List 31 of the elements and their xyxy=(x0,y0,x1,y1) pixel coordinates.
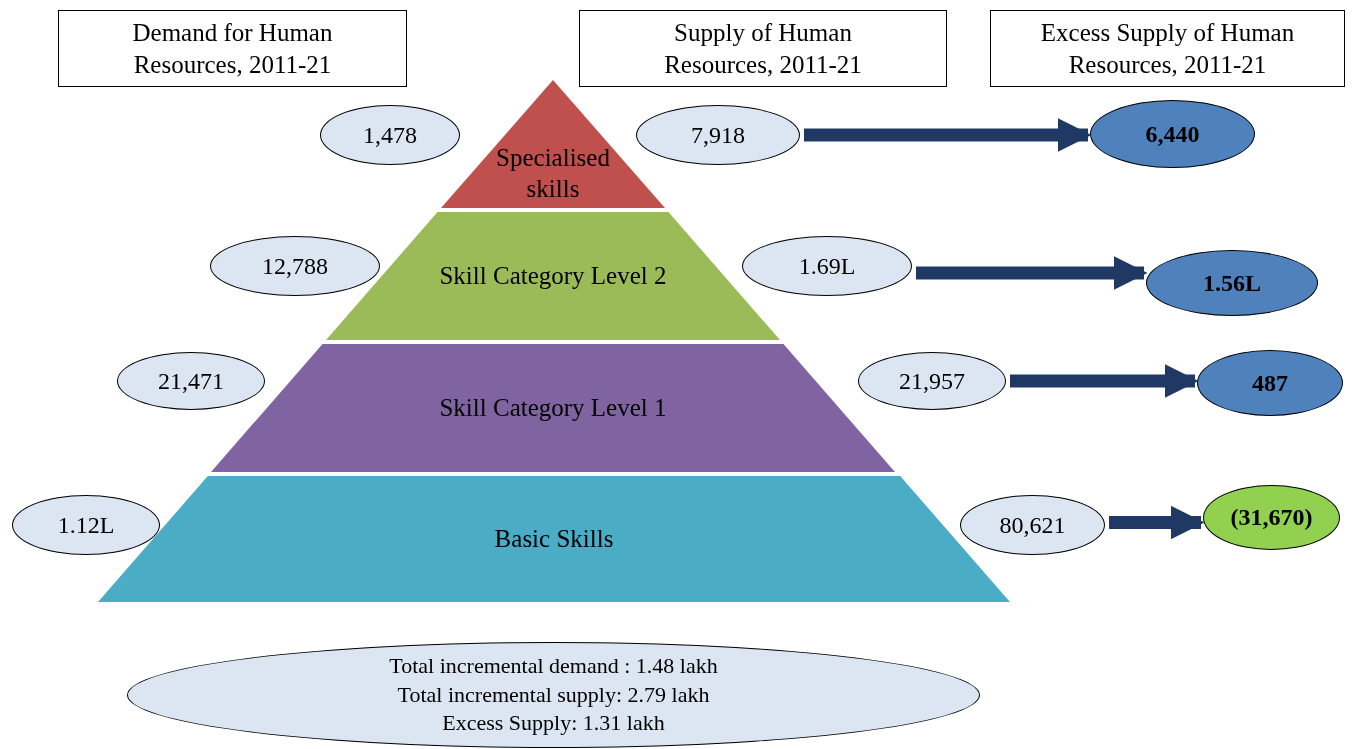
value-text: 7,918 xyxy=(691,121,745,150)
summary-line: Total incremental demand : 1.48 lakh xyxy=(389,652,718,681)
tier-label: Specialised skills xyxy=(495,142,611,204)
value-text: 80,621 xyxy=(999,511,1066,540)
header-box xyxy=(58,10,407,87)
block-arrow xyxy=(916,256,1148,290)
tier-label: Skill Category Level 2 xyxy=(439,261,667,292)
pyramid-tier xyxy=(326,212,780,340)
header-text: Supply of Human Resources, 2011-21 xyxy=(663,18,863,80)
header-text: Demand for Human Resources, 2011-21 xyxy=(131,18,334,80)
value-text: 487 xyxy=(1252,369,1288,398)
tier-label: Skill Category Level 1 xyxy=(439,393,667,424)
value-text: 21,957 xyxy=(899,367,965,396)
header-box xyxy=(990,10,1345,87)
summary-line: Excess Supply: 1.31 lakh xyxy=(442,709,665,738)
tier-label: Basic Skills xyxy=(494,524,614,555)
value-text: 21,471 xyxy=(158,367,224,396)
value-text: 6,440 xyxy=(1145,120,1200,149)
block-arrow xyxy=(1010,364,1199,398)
value-text: (31,670) xyxy=(1229,503,1314,532)
value-text: 1.12L xyxy=(57,511,115,540)
value-text: 1,478 xyxy=(363,121,417,150)
header-box xyxy=(579,10,947,87)
header-text: Excess Supply of Human Resources, 2011-21 xyxy=(1039,18,1296,80)
block-arrow xyxy=(804,118,1092,152)
value-text: 1.56L xyxy=(1203,269,1261,298)
value-text: 12,788 xyxy=(262,252,328,281)
summary-line: Total incremental supply: 2.79 lakh xyxy=(397,680,710,709)
value-text: 1.69L xyxy=(798,252,856,281)
pyramid-tier xyxy=(441,80,665,208)
block-arrow xyxy=(1109,505,1205,540)
